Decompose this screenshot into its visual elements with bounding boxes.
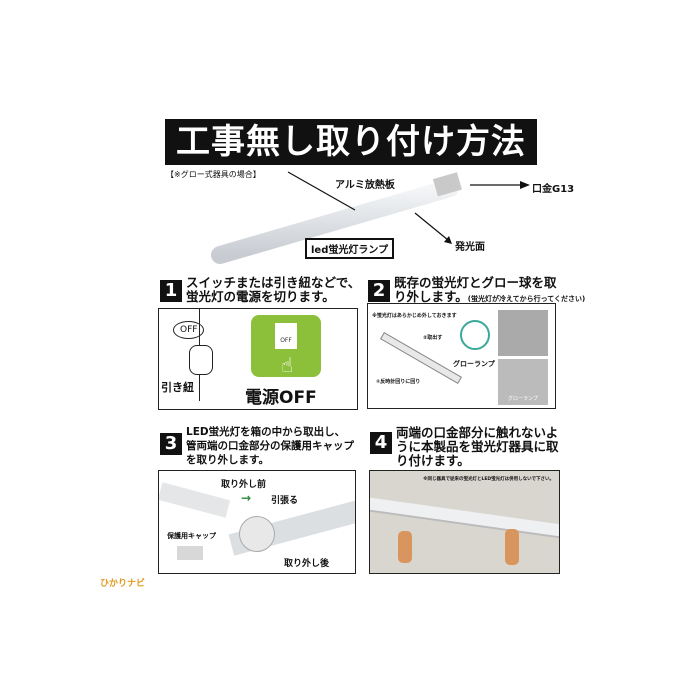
page-title: 工事無し取り付け方法: [165, 119, 537, 165]
step-1-panel: OFF 引き紐 OFF ☝ 電源OFF: [158, 308, 358, 410]
pull-label: 引張る: [271, 496, 299, 506]
emitting-label: 発光面: [455, 242, 485, 253]
lamp-label: led蛍光灯ランプ: [305, 238, 395, 259]
step-text-note: (蛍光灯が冷えてから行ってください): [467, 295, 586, 303]
logo: ひかりナビ: [100, 579, 146, 589]
glow-lamp-icon: [460, 320, 490, 350]
pull-cord-label: 引き紐: [161, 381, 194, 394]
step-text-line: LED蛍光灯を箱の中から取出し、: [186, 426, 346, 438]
step-text-line: り付けます。: [396, 453, 470, 468]
fixture-note: 【※グロー式器具の場合】: [166, 170, 261, 179]
step-4-text: 両端の口金部分に触れないよ うに本製品を蛍光灯器具に取 り付けます。: [396, 426, 559, 468]
fixture-icon: [380, 332, 462, 384]
step-2-panel: ※蛍光灯はあらかじめ外しておきます ②取出す ①反時計回りに回り グローランプ …: [367, 303, 556, 409]
step-text-line: 両端の口金部分に触れないよ: [396, 425, 559, 440]
step-3-text: LED蛍光灯を箱の中から取出し、 管両端の口金部分の保護用キャップ を取り外しま…: [186, 425, 354, 467]
step-text-line: 蛍光灯の電源を切ります。: [186, 289, 335, 304]
before-label: 取り外し前: [221, 480, 267, 490]
cap-label: 保護用キャップ: [167, 532, 216, 540]
panel-note: ※蛍光灯はあらかじめ外しておきます: [372, 313, 457, 319]
step-number: 1: [160, 280, 182, 302]
step-2-text: 既存の蛍光灯とグロー球を取 り外します。(蛍光灯が冷えてから行ってください): [394, 276, 585, 306]
glow-lamp-photo-label: グローランプ: [508, 396, 538, 402]
rotate-label: ①反時計回りに回り: [376, 379, 421, 385]
power-switch-icon: OFF ☝: [251, 315, 321, 377]
cap-icon: [177, 546, 203, 560]
switch-off-label: OFF: [275, 323, 297, 349]
step-text-line: うに本製品を蛍光灯器具に取: [396, 439, 559, 454]
step-text-line: を取り外します。: [186, 454, 269, 466]
take-out-label: ②取出す: [423, 335, 443, 341]
heatsink-label: アルミ放熱板: [335, 180, 395, 191]
arrow-line: [414, 212, 449, 241]
step-text-line: スイッチまたは引き紐などで、: [186, 275, 361, 290]
arrow-head: [444, 236, 452, 244]
hand-photo: [398, 531, 412, 563]
step-3-panel: 取り外し前 → 引張る 保護用キャップ 取り外し後: [158, 470, 356, 574]
hand-icon: [189, 345, 213, 375]
led-tube-diagram: [211, 171, 530, 264]
tube-icon: [159, 482, 231, 518]
panel-note: ※同じ器具で従来の蛍光灯とLED蛍光灯は併用しないで下さい。: [423, 477, 554, 482]
fixture-photo: グローランプ: [498, 359, 548, 405]
arrow-head: [520, 181, 530, 189]
arrow-right-icon: →: [241, 491, 252, 505]
hand-photo: [505, 529, 519, 565]
step-number: 4: [370, 432, 392, 454]
step-1-text: スイッチまたは引き紐などで、 蛍光灯の電源を切ります。: [186, 276, 360, 304]
led-tube: [211, 179, 459, 264]
power-off-label: 電源OFF: [245, 388, 317, 408]
step-number: 3: [160, 433, 182, 455]
arrow-line: [287, 171, 356, 211]
tube-end-cap: [432, 172, 462, 197]
step-number: 2: [368, 280, 390, 302]
base-label: 口金G13: [532, 184, 575, 195]
step-text-line: り外します。: [394, 289, 468, 304]
pointing-hand-icon: ☝: [281, 353, 294, 377]
fixture-photo: [498, 310, 548, 356]
tube-end-icon: [239, 516, 275, 552]
step-4-panel: ※同じ器具で従来の蛍光灯とLED蛍光灯は併用しないで下さい。: [369, 470, 560, 574]
after-label: 取り外し後: [284, 559, 330, 569]
glow-lamp-label: グローランプ: [453, 360, 495, 368]
step-text-line: 管両端の口金部分の保護用キャップ: [186, 440, 354, 452]
off-bubble: OFF: [173, 321, 205, 339]
step-text-line: 既存の蛍光灯とグロー球を取: [394, 275, 557, 290]
